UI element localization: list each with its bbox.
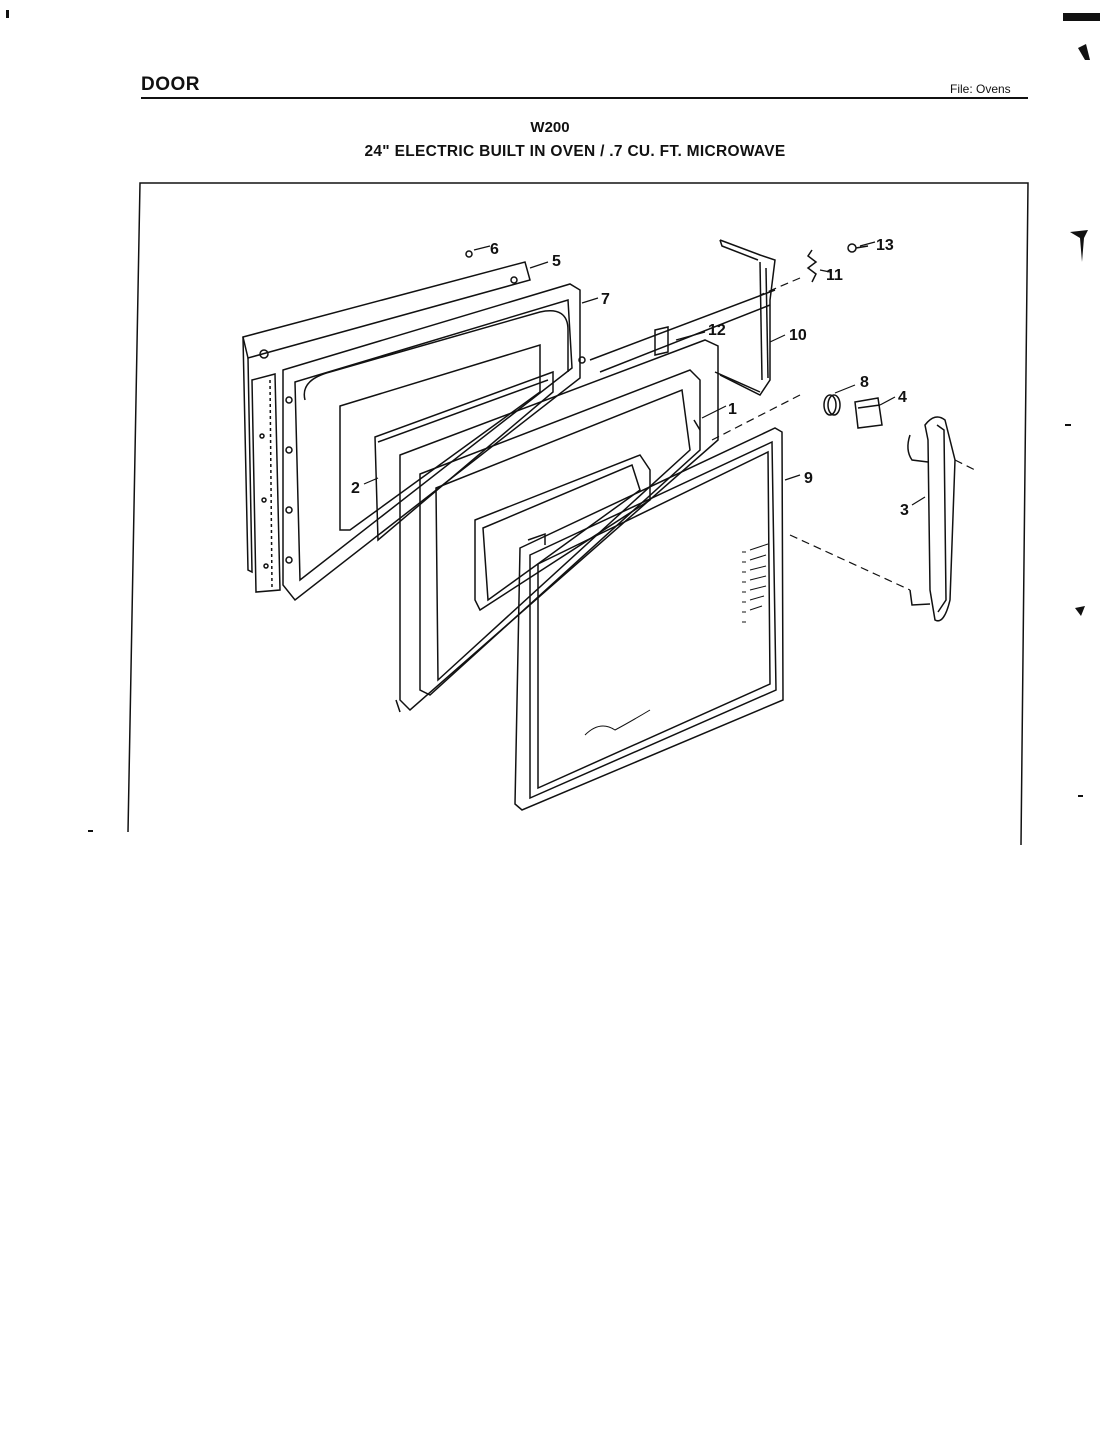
- callout-3: 3: [900, 502, 909, 519]
- diagram-title: 24" ELECTRIC BUILT IN OVEN / .7 CU. FT. …: [364, 143, 786, 160]
- scan-mark: [88, 830, 93, 832]
- callout-7: 7: [601, 291, 610, 308]
- callout-9: 9: [804, 470, 813, 487]
- scan-mark: [6, 10, 9, 18]
- scan-mark: [1078, 795, 1083, 797]
- outer-door-panel: [514, 427, 784, 811]
- coil-spring: [823, 394, 841, 416]
- file-label: File: Ovens: [950, 82, 1011, 96]
- door-inner-frame: [282, 283, 586, 602]
- glass-pane: [374, 370, 554, 542]
- scan-mark: [1075, 606, 1085, 616]
- bracket: [654, 326, 669, 356]
- inner-back-panel: [242, 250, 531, 574]
- model-number: W200: [530, 119, 570, 136]
- callout-10: 10: [789, 327, 807, 344]
- callout-13: 13: [876, 237, 894, 254]
- header-rule: [141, 97, 1028, 99]
- scan-mark: [1070, 230, 1088, 262]
- callout-1: 1: [728, 401, 737, 418]
- callout-11: 11: [826, 267, 843, 284]
- screw: [847, 243, 869, 253]
- callout-12: 12: [708, 322, 726, 339]
- scan-mark: [1078, 44, 1090, 60]
- door-frame: [395, 339, 719, 713]
- latch-rail: [589, 239, 776, 396]
- callout-2: 2: [351, 480, 360, 497]
- callout-4: 4: [898, 389, 907, 406]
- section-title: DOOR: [141, 74, 200, 95]
- door-handle: [907, 416, 956, 622]
- latch-block: [854, 397, 883, 429]
- scan-mark: [1065, 424, 1071, 426]
- hinge-strip: [251, 373, 281, 593]
- spring: [806, 249, 818, 283]
- scan-mark: [1063, 13, 1100, 21]
- callout-8: 8: [860, 374, 869, 391]
- callout-6: 6: [490, 241, 499, 258]
- diagram-frame: [127, 182, 1029, 846]
- callout-5: 5: [552, 253, 561, 270]
